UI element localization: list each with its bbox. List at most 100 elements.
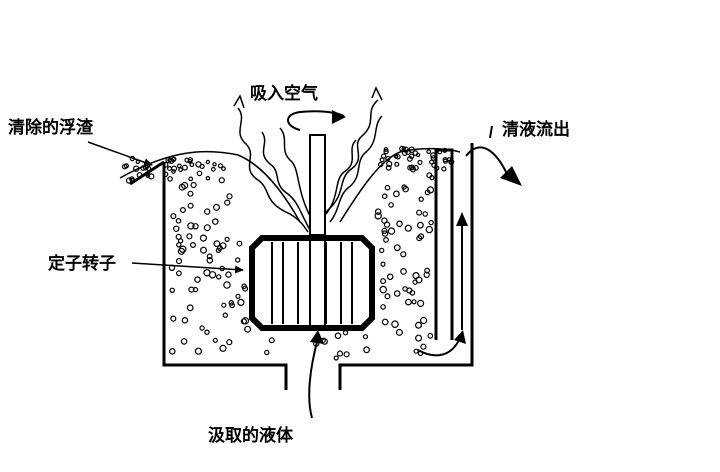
bubble xyxy=(431,162,437,168)
channel-up-arrowhead xyxy=(456,212,468,226)
bubble xyxy=(401,146,407,151)
bubble xyxy=(393,190,400,198)
bubble xyxy=(205,159,211,165)
bubble xyxy=(428,219,434,226)
bubble xyxy=(401,184,407,190)
intake-arrowhead xyxy=(310,330,324,344)
bubble xyxy=(264,349,270,356)
bubble xyxy=(422,211,429,217)
bubble xyxy=(188,176,194,182)
bubble xyxy=(199,325,205,331)
bubble xyxy=(170,156,176,163)
bubble xyxy=(189,162,195,168)
bubble xyxy=(442,158,448,164)
bubble xyxy=(203,224,211,232)
bubble xyxy=(383,148,389,155)
bubble xyxy=(187,222,195,230)
bubble xyxy=(413,348,419,354)
bubble xyxy=(395,154,401,160)
bubble xyxy=(415,321,423,329)
bubble xyxy=(384,293,391,300)
bubble xyxy=(425,225,433,234)
bubble xyxy=(188,286,195,293)
bubble xyxy=(194,276,201,283)
bubble xyxy=(412,150,419,156)
bubble xyxy=(430,155,437,161)
bubble xyxy=(377,161,384,168)
bubble xyxy=(385,155,391,162)
bubble xyxy=(411,299,417,305)
bubble xyxy=(404,224,412,232)
bubble xyxy=(241,283,247,290)
bubble xyxy=(405,298,412,306)
overflow-weir xyxy=(434,148,454,340)
bubble xyxy=(393,290,401,297)
bubble xyxy=(179,245,187,253)
air-arrow-right xyxy=(371,86,383,101)
bubble xyxy=(190,181,197,189)
label-scum-removed: 清除的浮渣 xyxy=(8,118,93,138)
bubble xyxy=(383,147,389,152)
bubble xyxy=(268,337,275,344)
bubble xyxy=(223,281,231,289)
bubble xyxy=(226,193,233,200)
bottom-curve-arrow xyxy=(417,337,461,357)
bubble xyxy=(395,328,403,336)
bubble xyxy=(219,242,227,250)
bubble xyxy=(381,318,389,326)
bubble xyxy=(212,337,218,343)
bubble xyxy=(132,165,140,172)
bubble xyxy=(212,162,217,167)
bubble xyxy=(204,329,210,335)
bubble xyxy=(394,161,400,167)
bubble xyxy=(218,177,225,184)
bubble xyxy=(236,240,243,247)
bubble xyxy=(426,186,435,194)
bubble xyxy=(224,236,230,242)
bubble xyxy=(380,261,386,267)
bubble xyxy=(333,355,339,361)
bubble xyxy=(221,302,227,308)
bubble xyxy=(140,165,146,171)
bubble xyxy=(405,149,411,155)
bubble xyxy=(206,256,214,264)
bubble xyxy=(203,208,211,215)
outflow-arrow xyxy=(465,146,509,177)
bubble xyxy=(167,176,173,182)
bubble xyxy=(385,164,392,171)
bubble xyxy=(387,227,396,235)
bubble xyxy=(175,270,182,277)
bubble xyxy=(179,207,186,214)
bubble xyxy=(219,344,227,352)
bubble xyxy=(391,320,399,329)
scum-leader xyxy=(87,141,153,167)
bubble xyxy=(235,293,241,299)
bubble xyxy=(200,246,208,254)
bubble xyxy=(381,227,388,234)
bubble xyxy=(178,183,186,191)
bubble xyxy=(381,193,388,200)
bubble xyxy=(167,166,173,172)
bubble xyxy=(418,196,424,202)
bubble xyxy=(178,167,184,173)
bubble xyxy=(213,203,221,211)
bubble xyxy=(184,157,190,163)
bubble xyxy=(426,172,433,179)
bubble xyxy=(175,218,182,224)
bubble xyxy=(383,221,391,228)
bubble xyxy=(430,152,437,159)
outflow-label-tick xyxy=(489,125,493,139)
bubble xyxy=(416,209,423,216)
bubble xyxy=(441,166,447,172)
bubble xyxy=(409,164,415,171)
bubble xyxy=(221,166,226,172)
label-stator-rotor: 定子转子 xyxy=(48,254,116,274)
bubble xyxy=(384,184,391,191)
bubble xyxy=(228,299,235,306)
bubble xyxy=(181,164,188,171)
tank-bottom-right xyxy=(338,143,474,390)
bottom-curve-arrowhead xyxy=(454,330,466,344)
bubble xyxy=(379,157,385,163)
bubble xyxy=(162,171,169,178)
